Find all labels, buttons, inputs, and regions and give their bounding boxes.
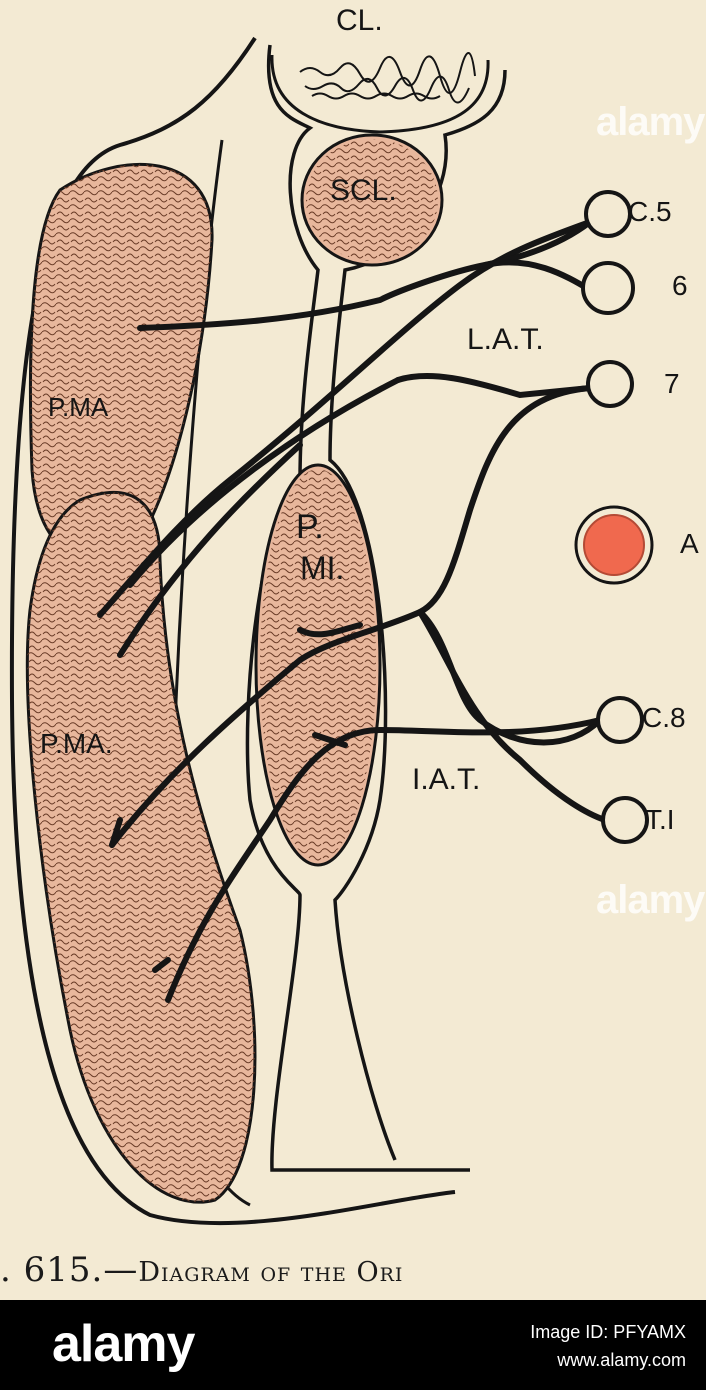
label-subclavius: SCL.	[330, 174, 397, 207]
label-lateral-anterior-thoracic: L.A.T.	[467, 323, 544, 356]
watermark-bottom: alamy	[596, 878, 705, 922]
figure-diagram: CL. SCL. P.MA P.MA. P. MI. L.A.T. I.A.T.…	[0, 4, 706, 1290]
watermark-top: alamy	[596, 100, 705, 144]
label-pectoralis-minor-p: P.	[296, 508, 324, 546]
label-pectoralis-major-upper: P.MA	[48, 392, 109, 422]
nerve-branches	[97, 219, 608, 1003]
label-root-t1: T.I	[645, 804, 675, 835]
root-6	[581, 261, 635, 315]
diagram-svg	[9, 36, 654, 1226]
label-root-7: 7	[664, 368, 680, 399]
image-id: Image ID: PFYAMX	[530, 1322, 686, 1342]
figure-caption: . 615.—Diagram of the Ori	[0, 1250, 706, 1290]
label-root-6: 6	[672, 270, 688, 301]
root-7	[586, 360, 634, 408]
label-clavicle: CL.	[336, 4, 383, 37]
nerve-roots	[581, 190, 649, 844]
root-t1	[601, 796, 649, 844]
alamy-logo: alamy	[52, 1315, 195, 1373]
root-c5	[584, 190, 632, 238]
root-c8	[596, 696, 644, 744]
caption-number: . 615.—	[0, 1250, 139, 1290]
label-pectoralis-major-lower: P.MA.	[40, 728, 113, 759]
axillary-artery	[583, 514, 645, 576]
label-medial-anterior-thoracic: I.A.T.	[412, 763, 481, 796]
clavicle-outline	[270, 54, 490, 134]
stock-footer: alamy Image ID: PFYAMX www.alamy.com	[0, 1300, 706, 1390]
site-url: www.alamy.com	[557, 1350, 686, 1370]
clavipectoral-fascia-right	[328, 69, 507, 1161]
label-pectoralis-minor-mi: MI.	[300, 550, 345, 586]
label-axillary-artery: A	[680, 528, 699, 559]
outer-fascia	[9, 36, 456, 1226]
caption-text: Diagram of the Ori	[138, 1257, 404, 1288]
label-root-c5: C.5	[628, 196, 672, 227]
clavicle-bone	[299, 52, 476, 104]
label-root-c8: C.8	[642, 702, 686, 733]
image-id-block: Image ID: PFYAMX www.alamy.com	[530, 1318, 686, 1374]
